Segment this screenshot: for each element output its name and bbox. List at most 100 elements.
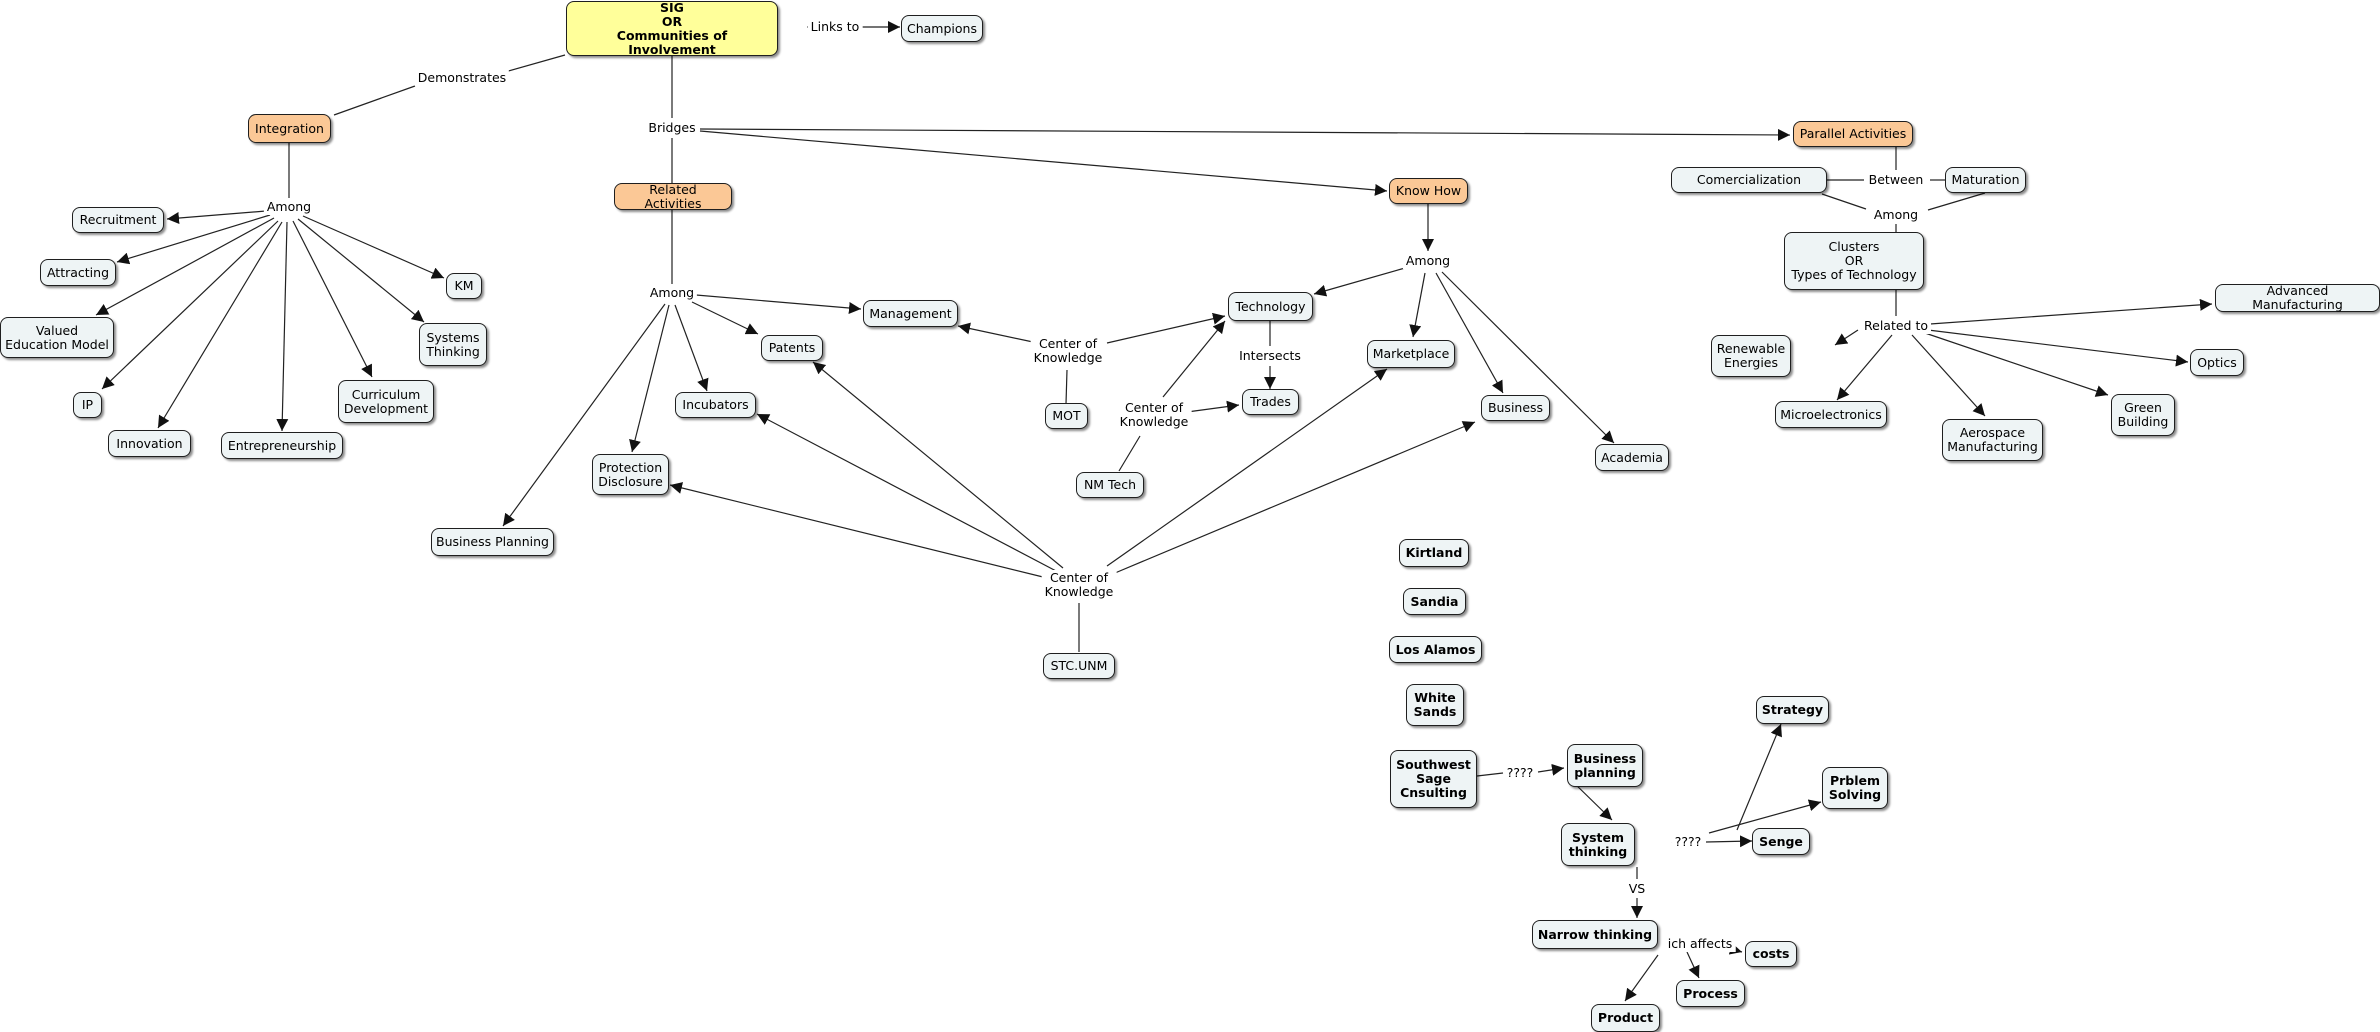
node-parallel-activities[interactable]: Parallel Activities bbox=[1793, 121, 1913, 147]
node-innovation[interactable]: Innovation bbox=[108, 430, 191, 457]
link-cok3-protection bbox=[669, 482, 1044, 578]
link-question2-strategy bbox=[1736, 723, 1782, 831]
phrase-links-to: Links to bbox=[807, 19, 863, 35]
node-patents[interactable]: Patents bbox=[761, 335, 823, 361]
node-protection-disclosure[interactable]: Protection Disclosure bbox=[592, 454, 669, 495]
link-mot-cok1 bbox=[1065, 369, 1068, 405]
node-valued-education-model[interactable]: Valued Education Model bbox=[0, 317, 114, 358]
node-aerospace-manufacturing[interactable]: Aerospace Manufacturing bbox=[1942, 419, 2043, 461]
node-academia[interactable]: Academia bbox=[1595, 444, 1669, 471]
link-related-green-building bbox=[1924, 332, 2109, 397]
phrase-question-1: ???? bbox=[1503, 765, 1537, 781]
link-comercialization-among bbox=[1821, 193, 1867, 210]
node-business-planning-2[interactable]: Business planning bbox=[1567, 744, 1643, 787]
node-strategy[interactable]: Strategy bbox=[1756, 696, 1829, 724]
link-among-technology bbox=[1313, 267, 1406, 297]
node-optics[interactable]: Optics bbox=[2190, 349, 2244, 376]
link-bridges-parallel bbox=[699, 128, 1791, 141]
node-champions[interactable]: Champions bbox=[901, 15, 983, 42]
node-product[interactable]: Product bbox=[1591, 1004, 1660, 1032]
node-business-planning[interactable]: Business Planning bbox=[431, 528, 554, 556]
link-cok3-patents bbox=[812, 361, 1064, 569]
link-affects-product bbox=[1624, 954, 1659, 1002]
link-among-valued-education bbox=[95, 217, 275, 316]
node-advanced-manufacturing[interactable]: Advanced Manufacturing bbox=[2215, 284, 2380, 312]
link-question2-senge bbox=[1705, 835, 1753, 848]
node-nm-tech[interactable]: NM Tech bbox=[1076, 472, 1144, 498]
link-related-optics bbox=[1927, 329, 2189, 367]
node-prblem-solving[interactable]: Prblem Solving bbox=[1822, 767, 1888, 809]
node-integration[interactable]: Integration bbox=[248, 114, 331, 143]
link-sage-question1 bbox=[1476, 772, 1504, 777]
phrase-center-of-knowledge-1: Center of Knowledge bbox=[1030, 336, 1106, 366]
phrase-among-parallel: Among bbox=[1870, 207, 1922, 223]
node-comercialization[interactable]: Comercialization bbox=[1671, 167, 1827, 193]
link-among-academia bbox=[1441, 271, 1615, 444]
phrase-bridges: Bridges bbox=[645, 120, 699, 136]
link-among-marketplace bbox=[1409, 272, 1426, 338]
node-km[interactable]: KM bbox=[446, 273, 482, 299]
link-question1-businessplanning bbox=[1537, 763, 1565, 776]
node-business[interactable]: Business bbox=[1481, 395, 1550, 421]
node-stc-unm[interactable]: STC.UNM bbox=[1043, 653, 1115, 679]
link-among-recruitment bbox=[166, 210, 267, 225]
link-cok3-incubators bbox=[756, 413, 1059, 573]
node-technology[interactable]: Technology bbox=[1228, 292, 1313, 321]
phrase-demonstrates: Demonstrates bbox=[414, 70, 510, 86]
node-kirtland[interactable]: Kirtland bbox=[1399, 539, 1469, 567]
phrase-among-integration: Among bbox=[263, 199, 315, 215]
node-curriculum-development[interactable]: Curriculum Development bbox=[338, 380, 434, 423]
node-sandia[interactable]: Sandia bbox=[1403, 588, 1466, 615]
node-green-building[interactable]: Green Building bbox=[2111, 394, 2175, 436]
node-attracting[interactable]: Attracting bbox=[40, 259, 116, 286]
link-maturation-among bbox=[1927, 192, 1986, 211]
phrase-between: Between bbox=[1865, 172, 1927, 188]
link-among-curriculum bbox=[292, 220, 373, 378]
link-nmtech-cok2 bbox=[1118, 435, 1141, 472]
link-among-protection bbox=[629, 304, 670, 453]
node-maturation[interactable]: Maturation bbox=[1945, 167, 2026, 193]
link-among-incubators bbox=[674, 304, 709, 392]
node-senge[interactable]: Senge bbox=[1752, 828, 1810, 855]
node-systems-thinking[interactable]: Systems Thinking bbox=[419, 323, 487, 366]
phrase-among-related: Among bbox=[646, 285, 698, 301]
node-los-alamos[interactable]: Los Alamos bbox=[1389, 636, 1482, 663]
link-related-advanced-mfg bbox=[1929, 298, 2213, 325]
node-white-sands[interactable]: White Sands bbox=[1406, 684, 1464, 726]
node-root-sig[interactable]: SIG OR Communities of Involvement bbox=[566, 0, 778, 56]
node-costs[interactable]: costs bbox=[1745, 941, 1797, 967]
link-cok2-technology bbox=[1162, 320, 1226, 398]
node-recruitment[interactable]: Recruitment bbox=[72, 207, 164, 233]
node-ip[interactable]: IP bbox=[73, 392, 102, 418]
node-entrepreneurship[interactable]: Entrepreneurship bbox=[221, 432, 343, 459]
node-system-thinking[interactable]: System thinking bbox=[1561, 823, 1635, 866]
link-among-ip bbox=[101, 220, 279, 390]
node-clusters[interactable]: Clusters OR Types of Technology bbox=[1784, 232, 1924, 290]
link-related-renewable bbox=[1834, 329, 1859, 346]
link-among-business bbox=[1435, 272, 1504, 394]
link-cok3-marketplace bbox=[1106, 368, 1388, 567]
link-bridges-knowhow bbox=[699, 130, 1388, 196]
link-cok3-business bbox=[1114, 421, 1476, 574]
node-southwest-sage[interactable]: Southwest Sage Cnsulting bbox=[1390, 750, 1477, 808]
node-management[interactable]: Management bbox=[863, 300, 958, 327]
node-process[interactable]: Process bbox=[1676, 980, 1745, 1007]
link-demonstrates-integration bbox=[333, 85, 416, 116]
link-cok1-technology bbox=[1106, 312, 1226, 344]
link-cok2-trades bbox=[1186, 400, 1240, 413]
node-know-how[interactable]: Know How bbox=[1389, 178, 1468, 204]
phrase-related-to: Related to bbox=[1861, 318, 1931, 334]
node-incubators[interactable]: Incubators bbox=[675, 392, 756, 418]
node-narrow-thinking[interactable]: Narrow thinking bbox=[1532, 920, 1658, 949]
node-renewable-energies[interactable]: Renewable Energies bbox=[1711, 335, 1791, 377]
link-cok1-management bbox=[957, 322, 1034, 343]
node-microelectronics[interactable]: Microelectronics bbox=[1775, 401, 1887, 428]
link-root-demonstrates bbox=[504, 54, 566, 73]
link-among-systems-thinking bbox=[297, 218, 425, 323]
node-related-activities[interactable]: Related Activities bbox=[614, 182, 732, 210]
node-marketplace[interactable]: Marketplace bbox=[1367, 340, 1455, 368]
node-mot[interactable]: MOT bbox=[1045, 403, 1088, 429]
node-trades[interactable]: Trades bbox=[1242, 389, 1299, 415]
link-among-business-planning bbox=[502, 303, 666, 527]
